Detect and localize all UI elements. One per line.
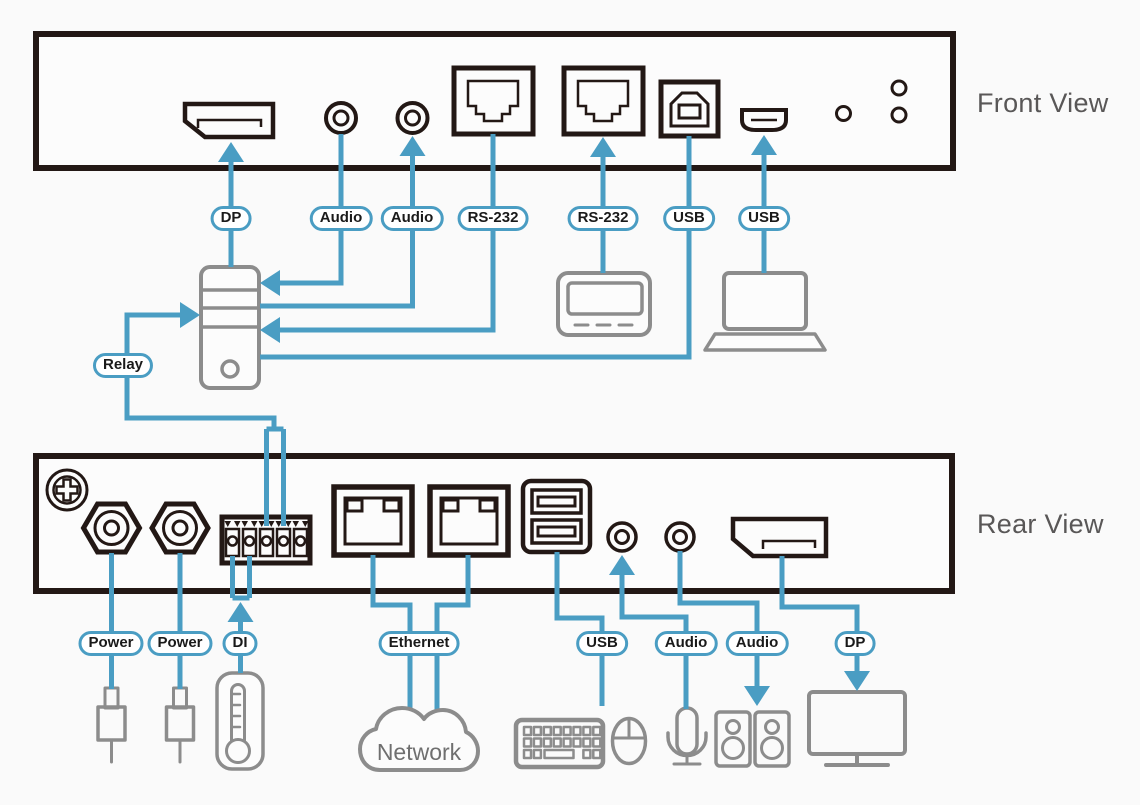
pill-usb-rear: USB [576,631,628,656]
displayport-port-rear-icon [730,516,829,559]
network-label: Network [377,739,462,765]
mini-usb-port-icon [740,108,788,132]
pill-audio-spk: Audio [725,631,789,656]
arrow-right-relay [180,302,200,328]
rj45-port-rs232-b-icon [561,65,646,137]
line-audio-mic [619,573,689,709]
pill-usb-mini: USB [738,206,790,231]
displayport-port-front-icon [182,101,276,140]
arrow-down-dp-rear [844,671,870,691]
arrow-left-rs232-a [260,317,280,343]
line-ethernet-b [434,555,471,714]
line-usb-rear [554,552,605,706]
pill-power-b: Power [147,631,213,656]
rear-view-title: Rear View [977,509,1104,539]
keyboard-icon [513,717,606,770]
arrow-left-audio-in [260,270,280,296]
monitor-icon [807,690,907,767]
pill-usb-b: USB [663,206,715,231]
line-relay-fork [264,426,286,526]
dc-power-plug-b-icon [164,686,196,764]
line-rs232-a [278,134,496,333]
line-audio-in [278,134,344,286]
pill-rs232-b: RS-232 [567,206,639,231]
front-view-title: Front View [977,88,1109,118]
laptop-icon [703,271,827,352]
arrow-down-audio-spk [744,686,770,706]
pill-audio-out: Audio [380,206,444,231]
keyboard-keys [522,725,602,760]
pill-ethernet: Ethernet [378,631,460,656]
arrow-up-audio-mic [609,555,635,575]
audio-jack-out-icon [395,101,430,135]
arrow-up-usb-mini [751,135,777,155]
network-cloud-icon: Network [358,706,480,772]
arrow-up-dp-front [218,142,244,162]
line-di-terminals [230,556,252,601]
dc-power-plug-a-icon [96,686,127,764]
ground-screw-icon [45,468,89,512]
computer-tower-icon [199,265,261,390]
pill-audio-in: Audio [309,206,373,231]
pill-rs232-a: RS-232 [457,206,529,231]
microphone-icon [666,706,708,766]
connection-lines [109,134,870,714]
temperature-sensor-icon [215,671,265,771]
arrow-up-rs232-b [590,137,616,157]
mouse-icon [610,716,648,766]
audio-jack-mic-icon [606,521,638,553]
pill-power-a: Power [78,631,144,656]
pill-dp-front: DP [210,206,252,231]
arrow-up-audio-out [399,136,426,156]
pill-dp-rear: DP [834,631,876,656]
serial-device-icon [556,271,652,337]
power-socket-b-icon [149,501,211,555]
arrow-up-di [227,602,254,622]
audio-jack-in-icon [324,101,358,135]
pill-audio-mic: Audio [654,631,718,656]
indicator-holes-icon [835,79,908,124]
line-ethernet-a [370,555,413,714]
power-socket-a-icon [80,501,143,555]
pill-relay: Relay [92,353,154,378]
line-relay [124,312,277,429]
pill-di: DI [222,631,258,656]
rear-panel [33,453,955,594]
speakers-icon [714,710,791,768]
